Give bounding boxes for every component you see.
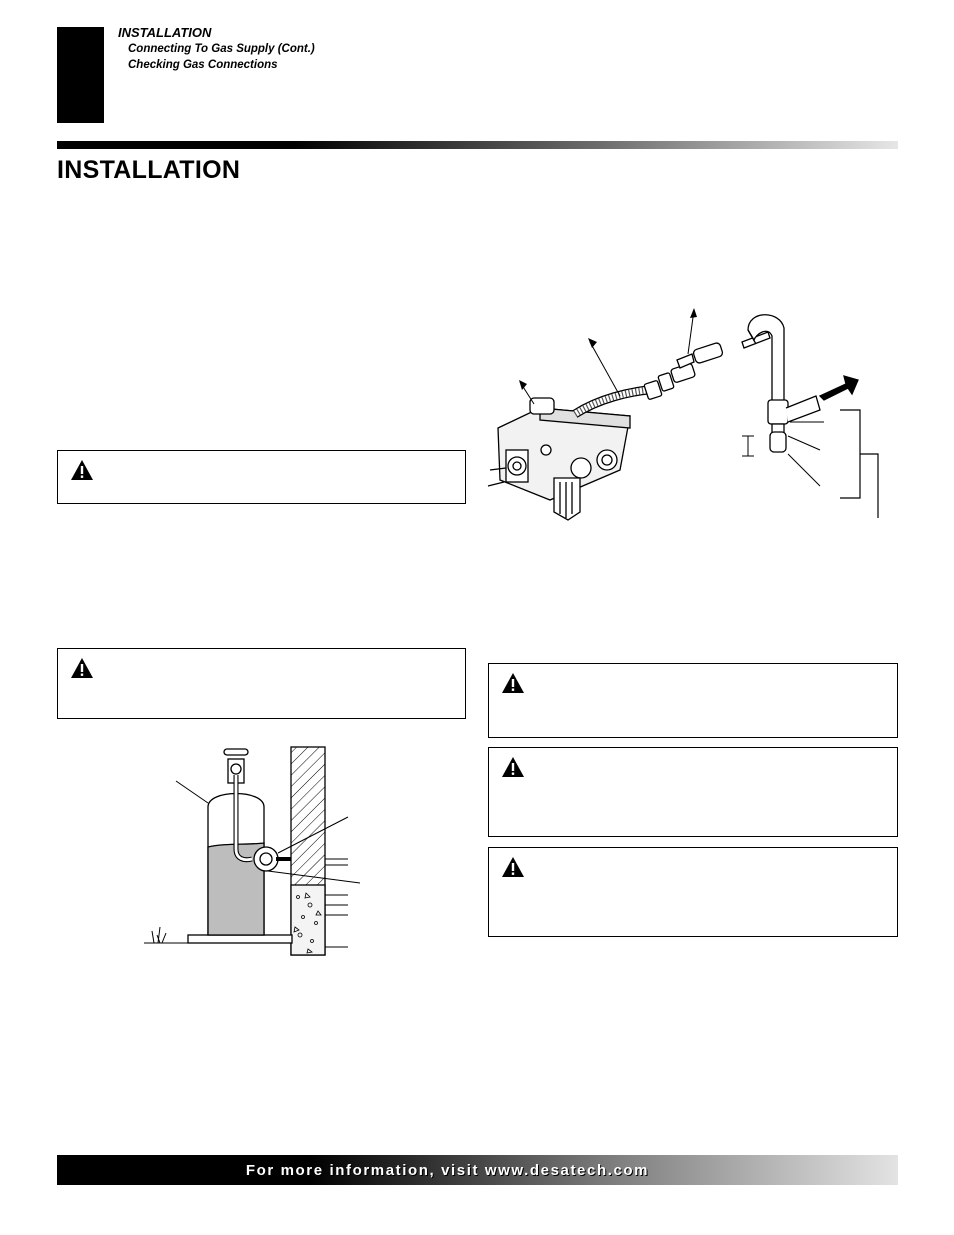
footer-text[interactable]: For more information, visit www.desatech… [245, 1161, 650, 1179]
header-subsection-2: Checking Gas Connections [128, 59, 278, 71]
running-header: INSTALLATION Connecting To Gas Supply (C… [118, 25, 315, 73]
warning-triangle-icon [502, 757, 524, 777]
warning-triangle-icon [71, 460, 93, 480]
warning-box-5 [488, 847, 898, 937]
section-tab-marker [57, 27, 104, 123]
warning-box-4 [488, 747, 898, 837]
warning-box-2 [57, 648, 466, 719]
footer-banner: For more information, visit www.desatech… [57, 1155, 898, 1185]
propane-tank-regulator-figure [144, 746, 361, 956]
page-title: INSTALLATION [57, 156, 241, 184]
warning-box-1 [57, 450, 466, 504]
gas-valve-connection-figure [487, 308, 879, 521]
header-rule [57, 141, 898, 149]
warning-triangle-icon [502, 857, 524, 877]
header-subsection-1: Connecting To Gas Supply (Cont.) [128, 43, 315, 55]
warning-triangle-icon [502, 673, 524, 693]
warning-box-3 [488, 663, 898, 738]
header-section: INSTALLATION [118, 25, 212, 40]
warning-triangle-icon [71, 658, 93, 678]
